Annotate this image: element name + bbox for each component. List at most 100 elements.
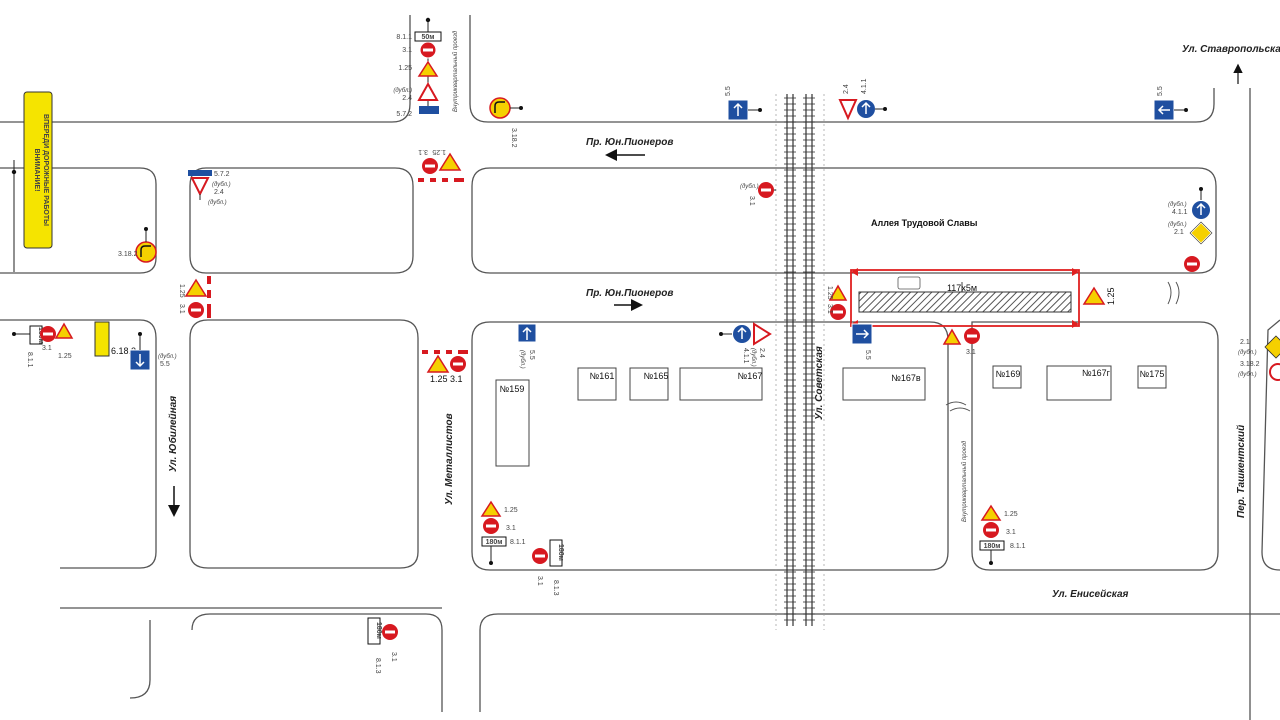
traffic-direction-arrows [168, 63, 1243, 517]
svg-text:3.1: 3.1 [536, 576, 543, 586]
street-sovetskaya: Ул. Советская [814, 346, 825, 420]
svg-text:(дубл.): (дубл.) [1168, 222, 1187, 228]
work-zone: 117х5м 1.25 [850, 268, 1116, 328]
svg-text:ВНИМАНИЕ!: ВНИМАНИЕ! [33, 148, 40, 191]
svg-text:(дубл.): (дубл.) [212, 182, 231, 188]
sign-group-one-way-top-right: 5.5 [1153, 86, 1188, 121]
svg-text:2.4: 2.4 [843, 84, 850, 94]
svg-text:5.7.2: 5.7.2 [214, 171, 230, 178]
svg-text:3.1: 3.1 [450, 374, 463, 384]
sign-group-eniseyskaya-east: 180м 1.25 3.1 8.1.1 [979, 504, 1026, 565]
svg-text:5.5: 5.5 [528, 350, 535, 360]
sign-group-inner-road-top: 50м 8.1.1 3.1 1.25 (дубл.) 2.4 5.7.2 [393, 17, 442, 118]
svg-text:1.25: 1.25 [504, 507, 518, 514]
svg-text:3.1: 3.1 [506, 525, 516, 532]
svg-text:180м: 180м [557, 544, 564, 561]
street-pioneers-top: Пр. Юн.Пионеров [586, 137, 673, 148]
svg-text:180м: 180м [375, 622, 382, 639]
sign-group-far-right: 2.1 (дубл.) 3.18.2 (дубл.) [1238, 335, 1280, 381]
work-zone-sign-code: 1.25 [1106, 287, 1116, 305]
svg-text:1.25: 1.25 [1004, 511, 1018, 518]
svg-text:8.1.1: 8.1.1 [510, 539, 526, 546]
svg-text:(дубл.): (дубл.) [750, 348, 756, 367]
svg-text:2.4: 2.4 [402, 95, 412, 102]
svg-text:5.5: 5.5 [864, 350, 871, 360]
buildings: №159 №161 №165 №167 №167в №169 №167г №17… [495, 365, 1167, 467]
sign-group-straight-only-sovetskaya: 4.1.1 2.4 (дубл.) [719, 322, 772, 367]
sign-group-no-entry-alley: (дубл.) 3.1 [740, 182, 776, 206]
svg-text:6.18.2: 6.18.2 [111, 346, 136, 356]
sign-group-eniseyskaya-west: 180м 3.1 8.1.3 [532, 539, 564, 596]
svg-text:180м: 180м [486, 539, 503, 546]
svg-text:4.1.1: 4.1.1 [861, 78, 868, 94]
svg-text:3.1: 3.1 [418, 148, 428, 155]
svg-text:5.5: 5.5 [1157, 86, 1164, 96]
svg-text:5.7.2: 5.7.2 [396, 111, 412, 118]
street-inner-road-bottom: Внутриквартальный проезд [961, 440, 968, 522]
svg-text:(дубл.): (дубл.) [1168, 202, 1187, 208]
svg-text:8.1.1: 8.1.1 [396, 34, 412, 41]
road-edges [0, 15, 1280, 720]
svg-text:5.5: 5.5 [725, 86, 732, 96]
street-eniseyskaya: Ул. Енисейская [1052, 589, 1129, 600]
svg-text:3.18.2: 3.18.2 [118, 251, 138, 258]
svg-text:(дубл.): (дубл.) [208, 200, 227, 206]
svg-text:3.1: 3.1 [402, 47, 412, 54]
sign-group-yield-ahead-top: 2.4 4.1.1 [838, 78, 887, 121]
svg-text:4.1.1: 4.1.1 [1172, 209, 1188, 216]
svg-text:8.1.3: 8.1.3 [374, 658, 381, 674]
svg-text:1.25: 1.25 [430, 374, 448, 384]
svg-text:8.1.1: 8.1.1 [1010, 543, 1026, 550]
svg-text:3.1: 3.1 [826, 304, 833, 314]
svg-text:(дубл.): (дубл.) [519, 350, 525, 369]
svg-text:(дубл.): (дубл.) [1238, 372, 1257, 378]
sign-group-barrier-metallistov-lower: 1.25 3.1 [422, 350, 468, 384]
sign-group-metallistov-south: 180м 1.25 3.1 8.1.1 [480, 500, 526, 565]
building-167: №167 [738, 371, 763, 381]
svg-text:3.1: 3.1 [42, 345, 52, 352]
svg-text:2.4: 2.4 [214, 189, 224, 196]
street-stavropolskaya: Ул. Ставропольская [1182, 44, 1280, 55]
sign-group-one-way-exit-left: 5.7.2 (дубл.) 2.4 (дубл.) [188, 170, 231, 206]
building-167g: №167г [1082, 368, 1111, 378]
svg-text:180м: 180м [984, 543, 1001, 550]
street-yubileynaya: Ул. Юбилейная [167, 396, 179, 472]
svg-text:3.18.2: 3.18.2 [1240, 361, 1260, 368]
svg-text:3.18.2: 3.18.2 [510, 128, 517, 148]
building-165: №165 [644, 371, 669, 381]
sign-group-no-right-turn-left: 3.18.2 [118, 227, 157, 263]
svg-text:3.1: 3.1 [748, 196, 755, 206]
svg-text:8.1.3: 8.1.3 [552, 580, 559, 596]
sign-group-right-main-road: (дубл.) 4.1.1 (дубл.) 2.1 [1168, 187, 1214, 272]
building-161: №161 [590, 371, 615, 381]
warning-banner: ВНИМАНИЕ! ВПЕРЕДИ ДОРОЖНЫЕ РАБОТЫ [11, 91, 53, 272]
svg-text:2.1: 2.1 [1240, 339, 1250, 346]
sign-group-work-zone-bottom: 3.1 [942, 328, 980, 356]
svg-text:(дубл.): (дубл.) [393, 88, 412, 94]
alley-label: Аллея Трудовой Славы [871, 218, 978, 228]
sign-group-detour-left: 6.18.2 (дубл.) 5.5 [94, 321, 177, 371]
building-169: №169 [996, 369, 1021, 379]
sign-group-barrier-yubileynaya: 1.25 3.1 [178, 276, 211, 318]
svg-text:3.1: 3.1 [1006, 529, 1016, 536]
svg-text:1.25: 1.25 [826, 286, 833, 300]
sign-group-work-zone-left: 1.25 3.1 5.5 [826, 284, 873, 360]
street-tashkentsky: Пер. Ташкентский [1236, 425, 1247, 518]
svg-text:2.1: 2.1 [1174, 229, 1184, 236]
railway-track [775, 94, 825, 630]
svg-text:2.4: 2.4 [758, 348, 765, 358]
svg-text:1.25: 1.25 [178, 284, 185, 298]
svg-text:(дубл.): (дубл.) [740, 184, 759, 190]
sign-group-left-lower: 180м 3.1 1.25 8.1.1 [12, 322, 74, 368]
sign-group-one-way-top: 5.5 [725, 86, 762, 121]
work-zone-dimension: 117х5м [947, 283, 977, 293]
sign-group-bottom-metallistov: 180м 3.1 8.1.3 [367, 617, 398, 674]
svg-text:3.1: 3.1 [390, 652, 397, 662]
svg-text:4.1.1: 4.1.1 [742, 348, 749, 364]
svg-text:ВПЕРЕДИ ДОРОЖНЫЕ РАБОТЫ: ВПЕРЕДИ ДОРОЖНЫЕ РАБОТЫ [42, 114, 49, 226]
svg-text:8.1.1: 8.1.1 [26, 352, 33, 368]
sign-group-work-zone-right [1082, 286, 1106, 305]
svg-text:5.5: 5.5 [160, 361, 170, 368]
street-metallistov: Ул. Металлистов [444, 413, 455, 505]
